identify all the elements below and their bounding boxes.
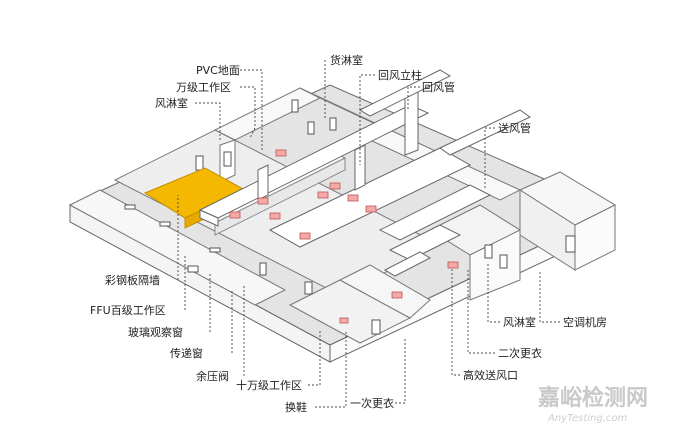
label-pvc-floor: PVC地面 xyxy=(196,64,240,77)
label-return-air-column: 回风立柱 xyxy=(378,68,422,82)
label-class-10000-zone: 万级工作区 xyxy=(176,81,231,94)
watermark-text: 嘉峪检测网 xyxy=(538,385,648,411)
label-glass-window: 玻璃观察窗 xyxy=(128,325,183,339)
label-color-steel-wall: 彩钢板隔墙 xyxy=(105,273,160,287)
label-pass-box: 传递窗 xyxy=(170,346,203,360)
label-class-100000-zone: 十万级工作区 xyxy=(236,378,302,392)
label-cargo-shower: 货淋室 xyxy=(330,53,363,67)
callout-labels: PVC地面 万级工作区 风淋室 货淋室 回风立柱 回风管 送风管 彩钢板隔墙 F… xyxy=(90,53,607,414)
label-first-changing: 一次更衣 xyxy=(350,396,394,410)
watermark: 嘉峪检测网 AnyTesting.com xyxy=(538,385,648,424)
label-hepa-outlet: 高效送风口 xyxy=(463,368,518,382)
leader-lines xyxy=(177,60,560,408)
label-supply-air-duct: 送风管 xyxy=(498,121,531,135)
watermark-url: AnyTesting.com xyxy=(547,413,628,424)
duct-network xyxy=(198,69,531,277)
label-shoe-change: 换鞋 xyxy=(285,400,307,414)
label-pressure-damper: 余压阀 xyxy=(196,369,229,383)
label-return-air-duct: 回风管 xyxy=(422,80,455,94)
label-ac-room: 空调机房 xyxy=(563,315,607,329)
label-air-shower-right: 风淋室 xyxy=(503,315,536,329)
label-air-shower-left: 风淋室 xyxy=(155,96,188,110)
label-ffu-class-100-zone: FFU百级工作区 xyxy=(90,304,166,317)
hepa-outlets xyxy=(229,149,459,324)
label-second-changing: 二次更衣 xyxy=(498,346,542,360)
